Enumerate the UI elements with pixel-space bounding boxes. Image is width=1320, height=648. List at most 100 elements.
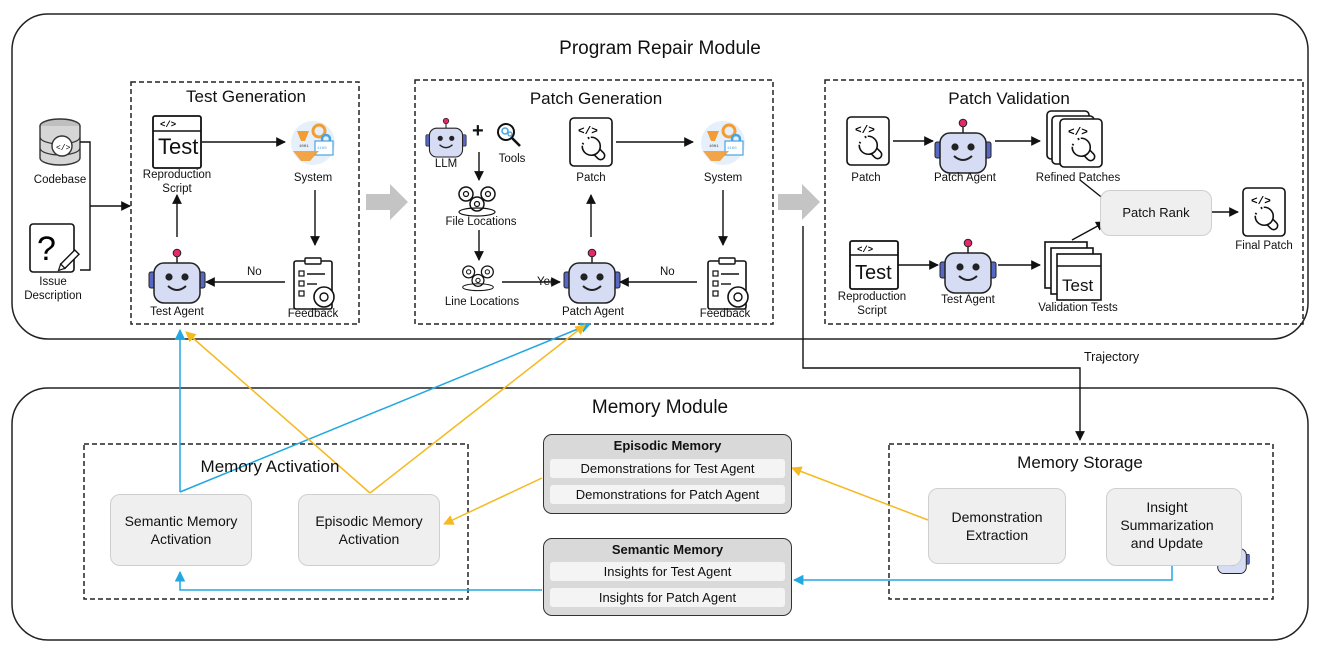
issue-label-1: Issue xyxy=(39,276,67,288)
patch-system-icon xyxy=(699,119,747,167)
patch-agent-label: Patch Agent xyxy=(561,306,625,318)
validation-patch-label: Patch xyxy=(851,172,881,184)
yes-label: Yes xyxy=(537,276,556,288)
validation-patch-agent-icon xyxy=(934,118,992,174)
semantic-memory-title: Semantic Memory xyxy=(611,542,724,557)
episodic-item-test: Demonstrations for Test Agent xyxy=(550,459,785,478)
refined-patches-icon xyxy=(1046,110,1103,168)
system-label: System xyxy=(293,172,333,184)
memory-storage-title: Memory Storage xyxy=(1017,453,1143,472)
database-icon: </> xyxy=(39,118,81,166)
llm-label: LLM xyxy=(434,158,458,170)
issue-label-2: Description xyxy=(24,290,82,302)
patch-generation-box xyxy=(414,79,774,325)
validation-test-agent-label: Test Agent xyxy=(941,294,995,306)
svg-text:</>: </> xyxy=(857,245,873,255)
patch-validation-box xyxy=(824,79,1304,325)
trajectory-label: Trajectory xyxy=(1084,350,1140,364)
patch-agent-icon xyxy=(563,248,621,304)
validation-tests-word: Test xyxy=(1062,276,1094,295)
semantic-to-activation xyxy=(174,570,542,591)
patch-label: Patch xyxy=(576,172,606,184)
memory-activation-title: Memory Activation xyxy=(200,457,340,476)
no-label: No xyxy=(247,266,262,278)
validation-tests-icon xyxy=(1044,241,1102,301)
insight-line1: Insight xyxy=(1146,499,1188,515)
episodic-memory-box: Episodic Memory Demonstrations for Test … xyxy=(543,434,792,514)
file-locations-icon xyxy=(458,186,496,217)
final-patch-icon xyxy=(1242,187,1286,237)
final-patch-label: Final Patch xyxy=(1235,240,1293,252)
semantic-item-test: Insights for Test Agent xyxy=(550,562,785,581)
svg-text:</>: </> xyxy=(160,120,176,130)
test-generation-box xyxy=(130,81,360,325)
episodic-flow-to-test-agent xyxy=(185,331,371,494)
demo-to-episodic xyxy=(791,466,929,521)
stage-arrow-1 xyxy=(366,184,408,220)
patch-system-label: System xyxy=(703,172,743,184)
patch-validation-title: Patch Validation xyxy=(948,89,1070,108)
patch-generation-title: Patch Generation xyxy=(529,89,663,108)
reproduction-script-label-2: Script xyxy=(162,183,192,195)
line-locations-label: Line Locations xyxy=(444,296,520,308)
svg-text:</>: </> xyxy=(56,144,71,153)
patch-no-label: No xyxy=(660,266,675,278)
tools-icon xyxy=(497,123,521,147)
episodic-memory-title: Episodic Memory xyxy=(613,438,722,453)
feedback-label: Feedback xyxy=(287,308,339,320)
demo-line1: Demonstration xyxy=(951,508,1043,525)
test-word: Test xyxy=(158,134,199,159)
insight-to-semantic xyxy=(792,565,1173,586)
episodic-activation-line2: Activation xyxy=(338,531,400,547)
validation-tests-label: Validation Tests xyxy=(1038,302,1118,314)
svg-text:?: ? xyxy=(37,230,56,268)
tools-label: Tools xyxy=(498,153,526,165)
system-icon xyxy=(289,119,337,167)
validation-patch-icon xyxy=(846,116,890,166)
episodic-to-activation xyxy=(443,477,543,525)
file-locations-label: File Locations xyxy=(445,216,517,228)
validation-script-label-1: Reproduction xyxy=(837,291,907,303)
semantic-item-patch: Insights for Patch Agent xyxy=(550,588,785,607)
memory-storage-box xyxy=(888,443,1274,600)
semantic-activation-line1: Semantic Memory xyxy=(124,512,238,529)
semantic-flow-to-patch-agent xyxy=(179,322,591,493)
patch-feedback-label: Feedback xyxy=(699,308,751,320)
patch-rank-box: Patch Rank xyxy=(1100,190,1212,236)
validation-patch-agent-label: Patch Agent xyxy=(933,172,997,184)
plus-sign: + xyxy=(472,120,484,142)
insight-line2: Summarization xyxy=(1120,517,1214,534)
patch-icon xyxy=(569,117,613,167)
test-agent-icon xyxy=(148,248,206,304)
memory-module-frame xyxy=(11,387,1309,641)
episodic-item-patch: Demonstrations for Patch Agent xyxy=(550,485,785,504)
feedback-icon xyxy=(293,257,335,310)
patch-rank-label: Patch Rank xyxy=(1122,204,1190,220)
program-repair-frame xyxy=(11,13,1309,340)
demo-line2: Extraction xyxy=(965,527,1029,543)
validation-script-label-2: Script xyxy=(857,305,887,317)
semantic-memory-box: Semantic Memory Insights for Test Agent … xyxy=(543,538,792,616)
episodic-flow-to-patch-agent xyxy=(369,324,586,494)
episodic-activation-line1: Episodic Memory xyxy=(315,512,423,529)
patch-feedback-icon xyxy=(707,257,749,310)
memory-activation-box xyxy=(83,443,469,600)
program-repair-title: Program Repair Module xyxy=(559,38,761,59)
semantic-activation-line2: Activation xyxy=(150,531,212,547)
stage-arrow-2 xyxy=(778,184,820,220)
test-agent-label: Test Agent xyxy=(150,306,204,318)
test-generation-title: Test Generation xyxy=(185,87,307,106)
issue-icon: ? xyxy=(29,223,81,273)
codebase-label: Codebase xyxy=(33,174,87,186)
llm-robot-icon xyxy=(425,117,467,158)
reproduction-script-label-1: Reproduction xyxy=(142,169,212,181)
line-locations-icon xyxy=(462,265,494,292)
refined-patches-label: Refined Patches xyxy=(1035,172,1121,184)
validation-test-agent-icon xyxy=(939,238,997,294)
test-script-icon: </> xyxy=(152,115,202,169)
insight-line3: and Update xyxy=(1130,535,1204,552)
